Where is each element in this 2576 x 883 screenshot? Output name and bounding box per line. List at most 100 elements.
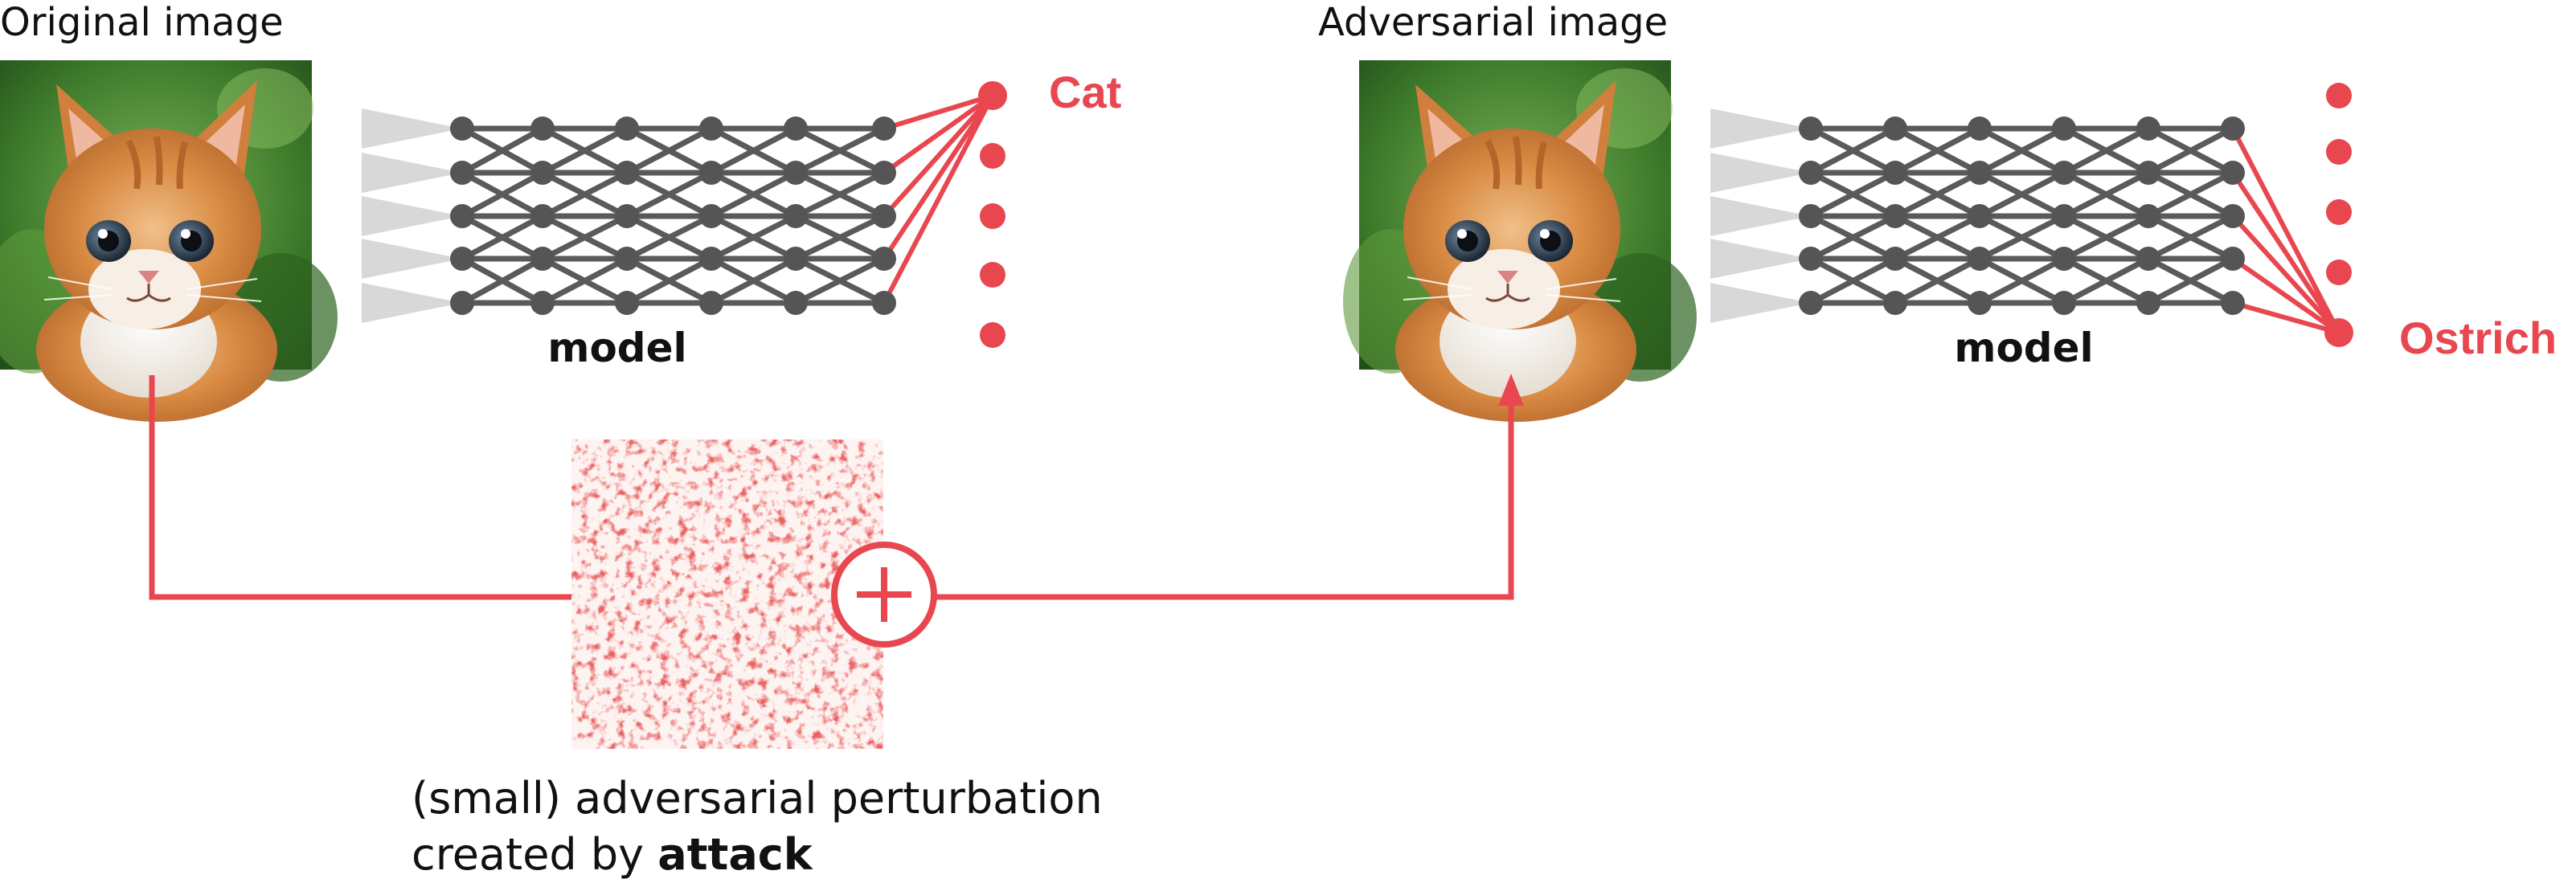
network-edge <box>794 170 886 219</box>
output-node <box>980 143 1005 169</box>
network-edge <box>541 255 629 306</box>
output-edge <box>2230 171 2341 334</box>
network-node <box>1799 117 1823 141</box>
output-node <box>2326 260 2352 285</box>
network-node <box>2052 161 2076 185</box>
plus-circle-icon <box>831 542 937 648</box>
adversarial-image-label: Adversarial image <box>1318 0 1668 45</box>
network-edge <box>1978 255 2066 306</box>
network-node <box>699 204 723 228</box>
network-edge <box>1978 213 2066 262</box>
network-edge <box>1978 170 2066 219</box>
network-node <box>699 247 723 271</box>
network-node <box>2052 247 2076 271</box>
output-edge <box>2231 256 2341 335</box>
network-node <box>784 204 808 228</box>
active-output-edges <box>882 93 995 305</box>
network-node <box>450 161 474 185</box>
output-node <box>2326 83 2352 108</box>
network-node <box>2052 204 2076 228</box>
network-edge <box>625 213 713 262</box>
network-node <box>530 117 555 141</box>
input-wedge <box>362 196 462 236</box>
output-node <box>978 81 1007 110</box>
network-edge <box>625 255 713 306</box>
network-edge <box>461 255 544 306</box>
output-node <box>980 262 1005 288</box>
network-node <box>699 161 723 185</box>
network-edge <box>2147 213 2234 262</box>
caption-attack-bold: attack <box>657 829 813 880</box>
output-node <box>980 322 1005 348</box>
network-edge <box>2147 170 2234 219</box>
output-edge <box>2230 214 2341 335</box>
network-edge <box>2062 255 2150 306</box>
input-wedge <box>1710 283 1811 323</box>
network-node <box>2221 117 2245 141</box>
network-node <box>1968 204 1992 228</box>
network-node <box>1883 291 1907 315</box>
flow-line-right <box>935 402 1514 600</box>
network-node <box>2136 291 2160 315</box>
input-wedge <box>362 239 462 279</box>
network-edge <box>1894 213 1981 262</box>
network-node <box>2136 117 2160 141</box>
network-node <box>615 291 639 315</box>
network-node <box>699 117 723 141</box>
network-node <box>1799 161 1823 185</box>
model-label-right: model <box>1954 325 2093 371</box>
network-node <box>784 161 808 185</box>
output-nodes <box>2324 83 2353 347</box>
network-edge <box>794 213 886 262</box>
network-node <box>2136 204 2160 228</box>
original-kitten-image <box>0 60 338 422</box>
network-node <box>450 247 474 271</box>
output-edge <box>882 94 995 305</box>
network-node <box>1799 247 1823 271</box>
network-edge <box>1809 170 1897 219</box>
network-edge <box>1894 125 1981 176</box>
network-edges <box>461 125 886 306</box>
network-edge <box>1809 255 1897 306</box>
network-edge <box>710 213 797 262</box>
perturbation-caption-line2: created by attack <box>412 829 813 880</box>
network-node <box>615 204 639 228</box>
network-edge <box>1894 170 1981 219</box>
input-wedge <box>1710 196 1811 236</box>
network-node <box>872 204 896 228</box>
network-node <box>1883 117 1907 141</box>
arrow-up-icon <box>1498 374 1524 406</box>
output-node <box>2326 139 2352 165</box>
adversarial-kitten-image <box>1343 60 1697 422</box>
network-node <box>530 247 555 271</box>
perturbation-caption-line1: (small) adversarial perturbation <box>412 773 1103 824</box>
network-edge <box>1809 125 1897 176</box>
network-node <box>2221 161 2245 185</box>
network-node <box>1968 117 1992 141</box>
network-edge <box>461 170 544 219</box>
output-edge <box>2232 300 2340 335</box>
output-label-cat: Cat <box>1049 67 1121 117</box>
input-wedge <box>362 153 462 193</box>
active-output-edges <box>2230 127 2341 335</box>
input-wedge <box>1710 239 1811 279</box>
output-node <box>2324 318 2353 347</box>
network-node <box>2221 204 2245 228</box>
network-edge <box>541 213 629 262</box>
network-node <box>530 204 555 228</box>
output-edge <box>882 94 995 260</box>
network-node <box>615 117 639 141</box>
network-node <box>2052 291 2076 315</box>
network-edge <box>2147 255 2234 306</box>
model-label-left: model <box>547 325 686 371</box>
network-node <box>784 117 808 141</box>
network-node <box>1968 291 1992 315</box>
network-node <box>872 117 896 141</box>
network-node <box>1799 291 1823 315</box>
network-edge <box>461 125 544 176</box>
network-node <box>1968 247 1992 271</box>
network-edge <box>710 170 797 219</box>
network-node <box>1799 204 1823 228</box>
network-node <box>784 247 808 271</box>
network-edge <box>625 125 713 176</box>
